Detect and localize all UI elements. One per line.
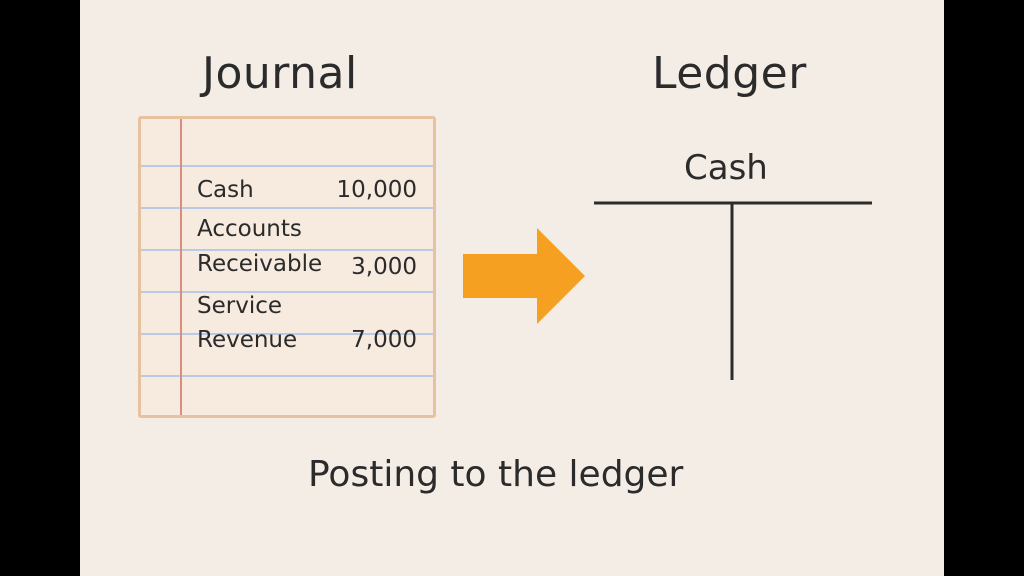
journal-notepad: Cash 10,000 Accounts Receivable 3,000 Se… [138, 116, 436, 418]
journal-entry-account: Accounts [197, 216, 302, 242]
notepad-rule [141, 333, 433, 335]
notepad-rule [141, 165, 433, 167]
diagram-caption: Posting to the ledger [308, 454, 684, 495]
journal-entry-amount: 7,000 [351, 327, 417, 353]
ledger-title: Ledger [652, 48, 807, 99]
notepad-rule [141, 207, 433, 209]
notepad-rule [141, 291, 433, 293]
t-account-name: Cash [684, 148, 768, 188]
t-account [594, 201, 872, 380]
notepad-margin-line [180, 119, 182, 415]
notepad-rule [141, 249, 433, 251]
journal-entry-account: Cash [197, 177, 254, 203]
notepad-rule [141, 375, 433, 377]
journal-entry-account: Service [197, 293, 283, 319]
journal-entry-account: Revenue [197, 327, 298, 353]
journal-entry-account: Receivable [197, 251, 323, 277]
diagram-canvas: Journal Ledger Cash 10,000 Accounts Rece… [80, 0, 944, 576]
right-arrow-icon [463, 228, 585, 324]
journal-entry-amount: 3,000 [351, 254, 417, 280]
journal-title: Journal [202, 48, 358, 99]
journal-entry-amount: 10,000 [336, 177, 417, 203]
